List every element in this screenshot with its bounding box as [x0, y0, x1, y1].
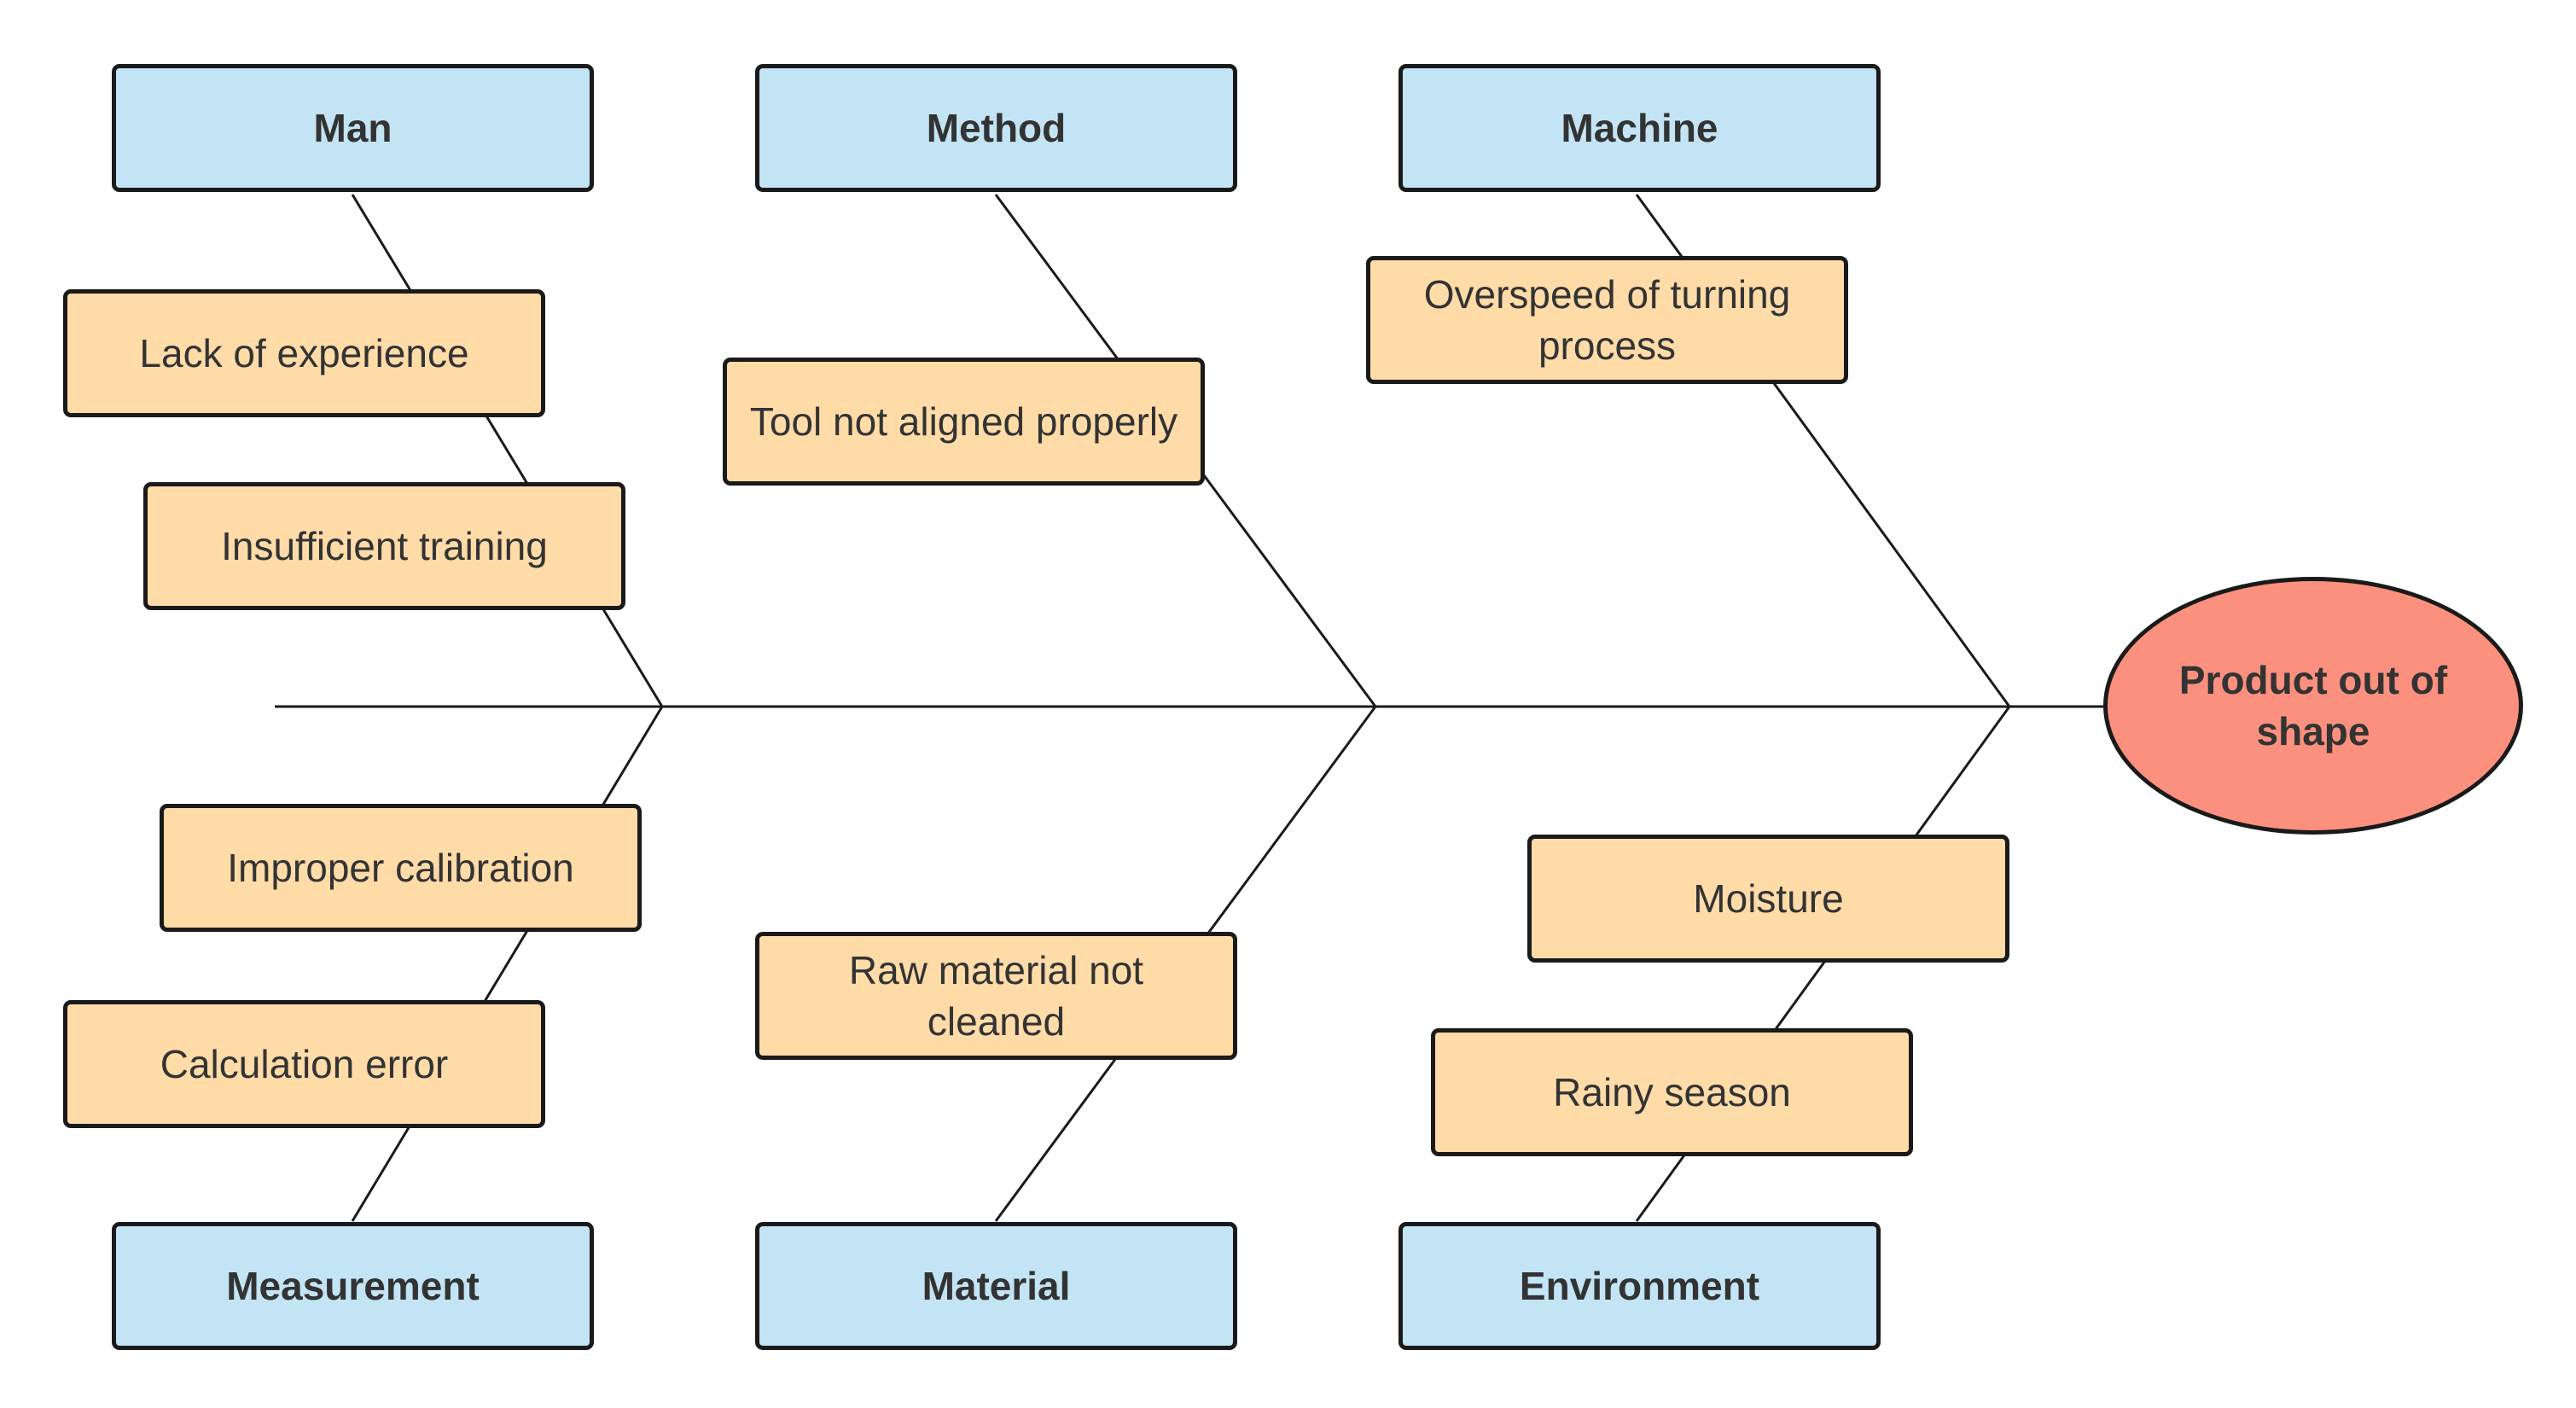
category-method: Method [755, 64, 1237, 192]
cause-insufficient-training: Insufficient training [143, 482, 625, 610]
cause-tool-not-aligned: Tool not aligned properly [723, 358, 1205, 486]
bone-measurement [351, 706, 664, 1222]
cause-rainy-season: Rainy season [1431, 1028, 1913, 1156]
cause-raw-material-not-cleaned: Raw material not cleaned [755, 932, 1237, 1060]
category-measurement: Measurement [112, 1222, 594, 1350]
category-man: Man [112, 64, 594, 192]
cause-moisture: Moisture [1527, 835, 2009, 963]
cause-lack-of-experience: Lack of experience [63, 289, 545, 417]
cause-improper-calibration: Improper calibration [160, 804, 642, 932]
category-machine: Machine [1398, 64, 1881, 192]
bone-man [351, 194, 664, 707]
category-environment: Environment [1398, 1222, 1881, 1350]
category-material: Material [755, 1222, 1237, 1350]
cause-calculation-error: Calculation error [63, 1000, 545, 1128]
cause-overspeed: Overspeed of turning process [1366, 256, 1848, 384]
effect-ellipse: Product out of shape [2103, 577, 2523, 835]
